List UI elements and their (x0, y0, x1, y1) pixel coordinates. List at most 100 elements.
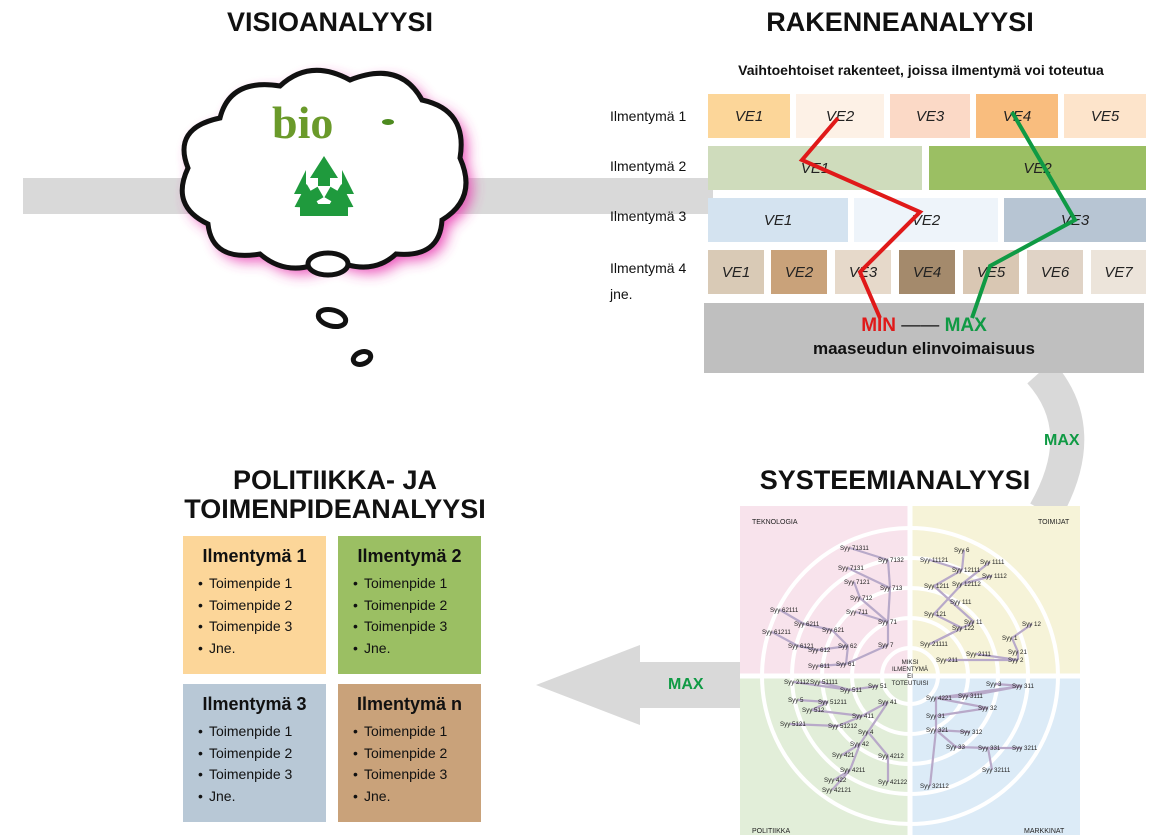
tree-edge (995, 682, 1023, 688)
cause-node: Syy 11 (964, 619, 983, 626)
structure-subtitle: Vaihtoehtoiset rakenteet, joissa ilmenty… (738, 62, 1104, 78)
policy-heading-line2: TOIMENPIDEANALYYSI (184, 494, 486, 525)
cause-node: Syy 4212 (878, 753, 904, 760)
cause-node: Syy 1211 (924, 583, 950, 590)
cause-node: Syy 12112 (952, 581, 981, 588)
cause-node: Syy 4211 (840, 767, 866, 774)
cause-node: Syy 421 (832, 752, 855, 759)
cause-node: Syy 211 (936, 657, 958, 664)
policy-card-3-list: Toimenpide 1 Toimenpide 2 Toimenpide 3 J… (193, 721, 316, 807)
cause-node: Syy 4 (858, 729, 874, 736)
bio-logo: bio (272, 97, 333, 148)
recycle-icon (294, 156, 354, 216)
cause-node: Syy 512 (802, 707, 825, 714)
cause-node: Syy 712 (850, 595, 873, 602)
row4-ve3: VE3 (835, 250, 891, 294)
cause-node: Syy 6211 (794, 621, 820, 628)
row1-ve4: VE4 (976, 94, 1058, 138)
min-label: MIN (861, 315, 897, 336)
row4-ve2: VE2 (771, 250, 827, 294)
list-item: Toimenpide 1 (198, 573, 316, 595)
vision-heading: VISIOANALYYSI (226, 7, 434, 37)
system-diagram: TEKNOLOGIA TOIMIJAT POLITIIKKA MARKKINAT… (740, 506, 1080, 835)
row1-ve2: VE2 (796, 94, 884, 138)
tree-edge (847, 567, 891, 589)
tree-edge (986, 747, 994, 771)
tree-edge (933, 583, 963, 615)
row4-ve1: VE1 (708, 250, 764, 294)
cause-node: Syy 321 (926, 727, 949, 734)
center-label-2: ILMENTYMÄ (892, 666, 929, 673)
policy-card-2-title: Ilmentymä 2 (357, 546, 462, 566)
cause-node: Syy 2112 (784, 679, 810, 686)
cause-node: Syy 41 (878, 699, 897, 706)
max-path (970, 110, 1078, 319)
tree-edge (886, 587, 892, 623)
cause-node: Syy 3 (986, 681, 1002, 688)
tree-edge (811, 701, 829, 711)
cause-node: Syy 12111 (952, 567, 981, 574)
tree-edge (849, 684, 879, 692)
center-label-4: TOTEUTUISI (892, 680, 929, 687)
cause-node: Syy 71311 (840, 545, 869, 552)
cause-tree-edges (771, 546, 1033, 791)
tree-edge (975, 652, 1019, 662)
tree-edge (831, 769, 851, 791)
thought-bubble-1 (305, 250, 351, 278)
tree-edge (771, 631, 799, 647)
center-label-3: EI (907, 673, 913, 680)
tree-edge (929, 558, 963, 572)
min-path (798, 116, 924, 319)
cause-node: Syy 1111 (980, 559, 1005, 566)
thought-bubble-2 (315, 306, 349, 330)
cause-node: Syy 612 (808, 647, 831, 654)
tree-edge (793, 680, 851, 692)
cause-node: Syy 32111 (982, 767, 1011, 774)
left-arrow (536, 645, 740, 725)
vitality-box: MIN —— MAX maaseudun elinvoimaisuus (704, 303, 1144, 373)
list-item: Toimenpide 3 (198, 764, 316, 786)
list-item: Toimenpide 3 (198, 616, 316, 638)
row1-ve5: VE5 (1064, 94, 1146, 138)
tree-edge (855, 610, 889, 624)
policy-card-1: Ilmentymä 1 Toimenpide 1 Toimenpide 2 To… (183, 536, 326, 674)
row4-ve4: VE4 (899, 250, 955, 294)
tree-edge (819, 680, 851, 692)
cause-node: Syy 42 (850, 741, 869, 748)
row-label-3: Ilmentymä 3 (610, 208, 687, 224)
row-label-4: Ilmentymä 4 (610, 260, 687, 276)
cause-node: Syy 611 (808, 663, 830, 670)
tree-edge (1010, 637, 1020, 653)
tree-edge (837, 714, 863, 728)
tree-edge (935, 729, 957, 748)
cause-node: Syy 7121 (844, 579, 870, 586)
list-item: Jne. (353, 638, 471, 660)
cause-node: Syy 1 (1002, 635, 1018, 642)
cause-node: Syy 21 (1008, 649, 1027, 656)
min-max-dash: —— (901, 315, 940, 336)
cause-node: Syy 122 (952, 625, 975, 632)
policy-card-4: Ilmentymä n Toimenpide 1 Toimenpide 2 To… (338, 684, 481, 822)
quadrant-label-actors: TOIMIJAT (1038, 519, 1070, 526)
system-heading: SYSTEEMIANALYYSI (759, 465, 1031, 495)
list-item: Toimenpide 2 (353, 743, 471, 765)
cause-node: Syy 32 (978, 705, 997, 712)
tree-edge (789, 722, 839, 728)
list-item: Toimenpide 1 (198, 721, 316, 743)
cause-node: Syy 713 (880, 585, 903, 592)
list-item: Toimenpide 2 (353, 595, 471, 617)
policy-heading-line1: POLITIIKKA- JA (232, 465, 437, 495)
tree-edge (933, 569, 963, 587)
tree-edge (960, 549, 966, 571)
tree-edge (811, 708, 863, 718)
cause-node: Syy 71 (878, 619, 897, 626)
row1-ve3: VE3 (890, 94, 970, 138)
cause-node: Syy 4221 (926, 695, 952, 702)
tree-edge (861, 701, 889, 717)
max-label: MAX (944, 315, 987, 336)
cause-node: Syy 5121 (780, 721, 806, 728)
tree-edge (797, 698, 829, 704)
cause-node: Syy 711 (846, 609, 868, 616)
tree-edge (803, 622, 833, 632)
